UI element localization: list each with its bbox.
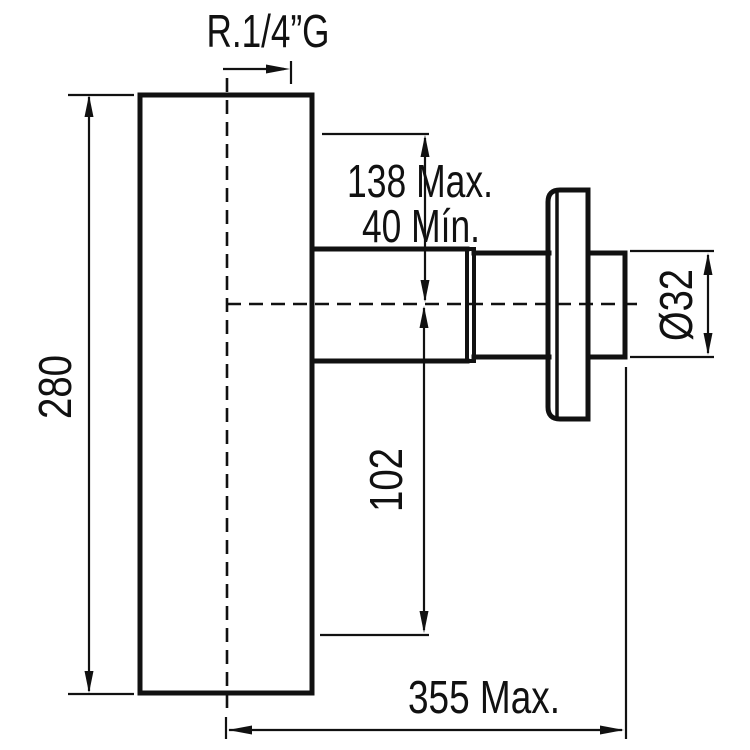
total-length-label: 355 Max.: [408, 671, 560, 723]
arrow-up-138: [420, 135, 430, 157]
arrow-up-280: [84, 95, 94, 117]
projection-max-label: 138 Max.: [347, 155, 493, 207]
arrow-down-102: [419, 611, 429, 633]
dimension-labels: R.1/4”G 138 Max. 40 Mín. 280 102 Ø32 355…: [29, 5, 702, 723]
dimension-arrowheads: [84, 64, 713, 735]
arrow-up-diameter: [703, 253, 713, 275]
flange-outline: [545, 187, 591, 422]
arrow-right-thread: [266, 64, 290, 74]
arrow-right-355: [600, 725, 624, 735]
valve-body-outline: [137, 92, 315, 696]
projection-min-label: 40 Mín.: [362, 200, 480, 252]
arrow-down-diameter: [703, 333, 713, 355]
body-height-label: 280: [29, 355, 81, 419]
arrow-left-355: [228, 725, 252, 735]
arrow-down-138: [420, 280, 430, 302]
pipe-diameter-label: Ø32: [650, 269, 702, 341]
part-outline: [137, 92, 628, 696]
arrow-down-280: [84, 671, 94, 693]
centerlines: [225, 78, 643, 712]
arrow-up-102: [419, 306, 429, 328]
drop-label: 102: [360, 448, 412, 512]
thread-label: R.1/4”G: [207, 5, 330, 57]
